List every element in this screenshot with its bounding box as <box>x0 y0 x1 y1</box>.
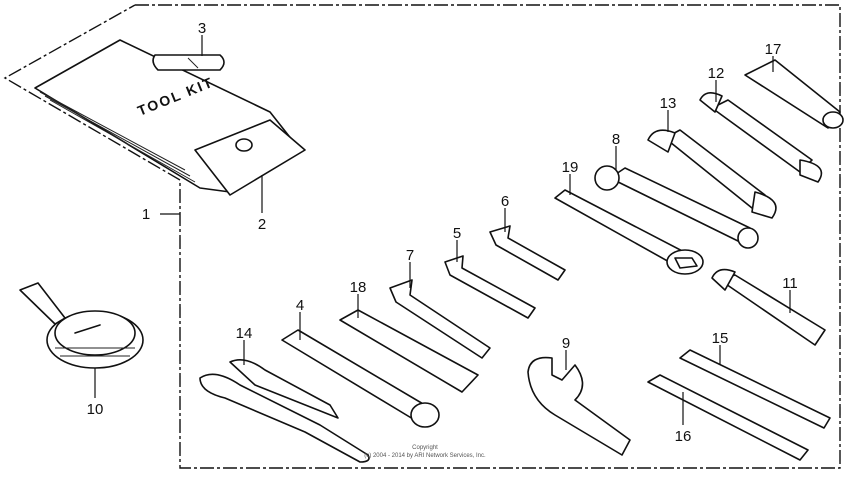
hex-key-part-7 <box>389 279 491 359</box>
pressure-gauge-part-10 <box>19 282 144 369</box>
spanner-part-9 <box>527 356 631 456</box>
label-17: 17 <box>765 41 782 58</box>
leader-lines <box>94 35 791 425</box>
socket-part-17 <box>744 59 844 129</box>
hex-key-part-6 <box>489 225 566 281</box>
label-2: 2 <box>258 216 266 233</box>
tag-part-3 <box>152 54 225 71</box>
copyright-watermark: Copyright (c) 2004 - 2014 by ARI Network… <box>364 445 486 459</box>
label-19: 19 <box>562 159 579 176</box>
copyright-line-1: Copyright <box>412 445 438 451</box>
label-5: 5 <box>453 225 461 242</box>
label-8: 8 <box>612 131 620 148</box>
wrench-part-19 <box>554 189 704 275</box>
callout-labels: 1 2 3 4 5 6 7 8 9 10 11 12 13 14 15 16 1… <box>87 20 798 445</box>
label-13: 13 <box>660 95 677 112</box>
screwdriver-part-15 <box>679 349 831 429</box>
pliers-part-14 <box>199 359 370 463</box>
label-4: 4 <box>296 297 304 314</box>
label-11: 11 <box>782 275 798 292</box>
wrench-part-11 <box>711 268 826 346</box>
hex-key-part-5 <box>444 255 536 319</box>
wrench-part-13 <box>647 129 777 219</box>
box-wrench-part-8 <box>594 165 759 249</box>
label-15: 15 <box>712 330 729 347</box>
tool-pouch: TOOL KIT <box>34 39 306 196</box>
label-10: 10 <box>87 401 104 418</box>
label-18: 18 <box>350 279 367 296</box>
label-16: 16 <box>675 428 692 445</box>
copyright-line-2: (c) 2004 - 2014 by ARI Network Services,… <box>364 453 486 459</box>
label-6: 6 <box>501 193 509 210</box>
label-14: 14 <box>236 325 253 342</box>
handle-part-4 <box>281 329 440 428</box>
wrench-part-12 <box>699 92 823 183</box>
frame-outline <box>3 4 841 469</box>
label-12: 12 <box>708 65 725 82</box>
label-1: 1 <box>142 206 150 223</box>
label-3: 3 <box>198 20 206 37</box>
bar-part-18 <box>339 309 479 393</box>
label-7: 7 <box>406 247 414 264</box>
screwdriver-part-16 <box>647 374 809 461</box>
label-9: 9 <box>562 335 570 352</box>
